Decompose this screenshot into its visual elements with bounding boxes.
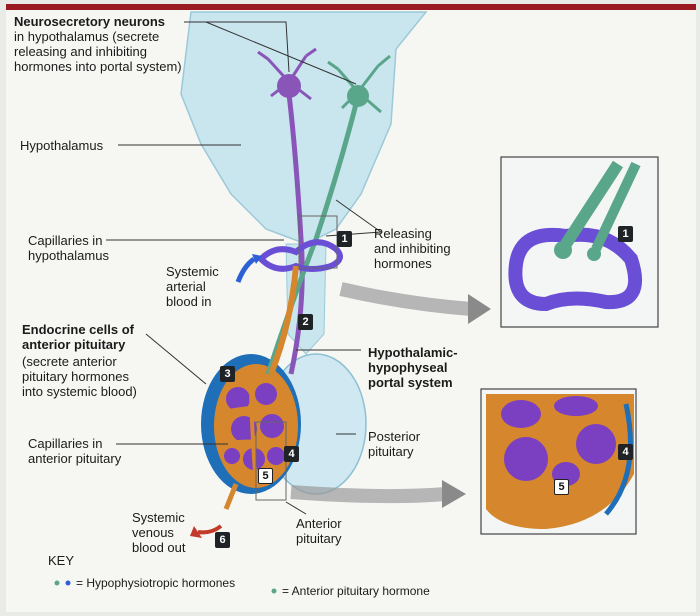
label-neurosecretory-line: hormones into portal system) [14, 59, 182, 74]
label-systemic-arterial: Systemic arterial blood in [166, 264, 219, 309]
inset-green-axon-2 [591, 161, 641, 252]
label-endocrine-sub: (secrete anterior pituitary hormones int… [22, 354, 137, 399]
portal-vessel [268, 265, 299, 376]
label-neurosecretory-line: in hypothalamus (secrete [14, 29, 160, 44]
inset-green-axon-1 [560, 160, 624, 248]
step-badge-1: 1 [337, 231, 352, 247]
hypothalamus-region [180, 11, 428, 245]
systemic-arterial-arrow [235, 256, 256, 283]
label-capillaries-hypothalamus: Capillaries in hypothalamus [28, 233, 109, 263]
inset-capillary-loop [508, 227, 642, 312]
step-badge-6: 6 [215, 532, 230, 548]
step-badge-4: 4 [284, 446, 299, 462]
label-posterior-pituitary: Posterior pituitary [368, 429, 421, 459]
inset-badge-1: 1 [618, 226, 633, 242]
key-item-anterior-hormone: = Anterior pituitary hormone [282, 584, 430, 598]
venous-outflow [223, 483, 239, 510]
diagram-page: Neurosecretory neurons Neurosecretory ne… [6, 4, 696, 612]
capillary-network [217, 373, 292, 485]
label-neurosecretory-line: Neurosecretory neurons [14, 14, 165, 29]
inset-badge-5: 5 [554, 479, 569, 495]
key-title: KEY [48, 553, 75, 568]
diagram-graphic [54, 11, 659, 594]
key-item-hypophysiotropic: = Hypophysiotropic hormones [76, 576, 236, 590]
inset-outline-blue [604, 403, 633, 516]
zoom-arrow-top [339, 282, 472, 316]
label-releasing: Releasing and inhibiting hormones [374, 226, 451, 271]
label-anterior-pituitary: Anterior pituitary [296, 516, 342, 546]
zoom-arrow-bottom [290, 485, 447, 504]
step-badge-3: 3 [220, 366, 235, 382]
green-neuron-body [347, 85, 369, 107]
label-portal-system: Hypothalamic- hypophyseal portal system [368, 345, 458, 390]
inset-badge-4: 4 [618, 444, 633, 460]
label-neurosecretory-line: releasing and inhibiting [14, 44, 147, 59]
step-badge-2: 2 [298, 314, 313, 330]
label-systemic-venous: Systemic venous blood out [132, 510, 186, 555]
hypothalamic-capillaries [256, 239, 343, 272]
label-endocrine-title: Endocrine cells of anterior pituitary [22, 322, 134, 352]
label-hypothalamus: Hypothalamus [20, 138, 104, 153]
step-badge-5: 5 [258, 468, 273, 484]
label-capillaries-anterior: Capillaries in anterior pituitary [28, 436, 122, 466]
header-bar [6, 4, 696, 10]
key-dots [54, 580, 277, 594]
leader-lines [106, 21, 382, 515]
purple-neuron-body [277, 74, 301, 98]
venous-out-arrow [197, 524, 223, 535]
